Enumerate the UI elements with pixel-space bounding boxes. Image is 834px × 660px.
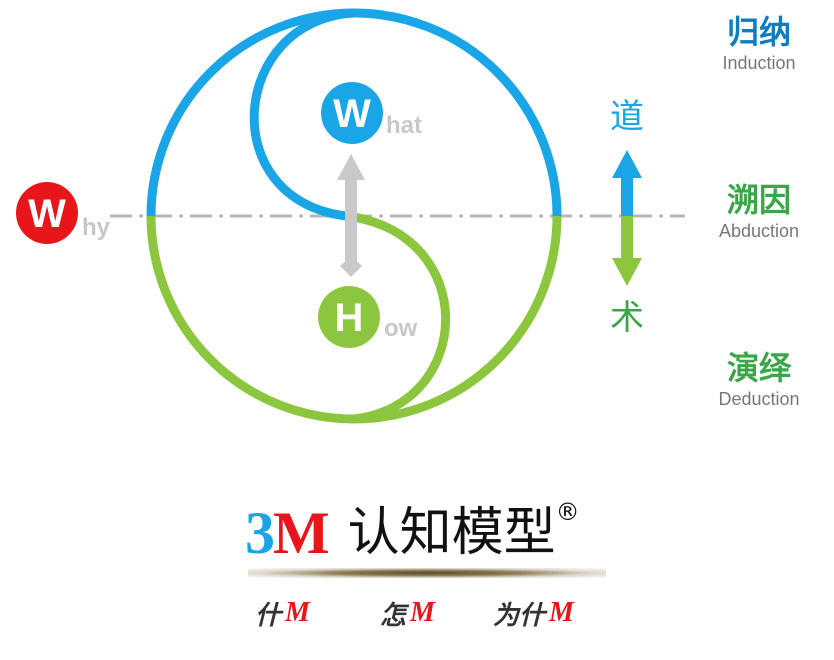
center-arrow-shaft [345, 176, 357, 262]
slogan-why-word: 为什 [493, 600, 546, 631]
what-node: W hat [321, 82, 422, 144]
dao-label: 道 [610, 97, 644, 137]
induction-cn: 归纳 [726, 13, 791, 51]
brand-m: M [273, 500, 330, 566]
why-circle [16, 182, 78, 244]
shu-arrow-shaft [621, 216, 633, 260]
title-text: 认知模型 [347, 503, 556, 563]
slogan-why-m: M [549, 597, 574, 628]
slogan-why: 为什 M [493, 596, 574, 631]
deduction-cn: 演绎 [726, 349, 791, 387]
abduction-en: Abduction [718, 221, 800, 241]
what-suffix: hat [386, 112, 422, 139]
deduction-label: 演绎 Deduction [694, 350, 824, 410]
why-node: W hy [16, 182, 111, 244]
why-suffix: hy [82, 214, 111, 241]
induction-en: Induction [722, 53, 796, 73]
registered-mark: ® [555, 498, 580, 526]
shu-label: 术 [610, 298, 644, 338]
abduction-label: 溯因 Abduction [694, 182, 824, 242]
how-letter: H [335, 296, 364, 340]
slogan-how-m: M [410, 597, 435, 628]
how-suffix: ow [384, 315, 418, 342]
how-node: H ow [318, 286, 418, 348]
upper-s-curve [249, 8, 355, 221]
induction-label: 归纳 Induction [694, 14, 824, 74]
brand-title: 3 M 认知模型 ® [245, 494, 665, 564]
slogan-what-m: M [285, 597, 310, 628]
slogan-what-word: 什 [255, 600, 282, 631]
slogan-what: 什 M [255, 596, 310, 631]
deduction-en: Deduction [718, 389, 800, 409]
slogan-how-word: 怎 [380, 600, 407, 631]
what-letter: W [333, 92, 371, 136]
lower-s-curve [345, 211, 450, 424]
abduction-cn: 溯因 [726, 181, 791, 219]
how-circle [318, 286, 380, 348]
title-underline [248, 568, 606, 578]
dao-arrow-shaft [621, 176, 633, 216]
brand-3: 3 [245, 500, 275, 566]
what-circle [321, 82, 383, 144]
dao-arrow-head [612, 150, 642, 178]
shu-arrow-head [612, 258, 642, 286]
why-letter: W [28, 192, 66, 236]
slogan-how: 怎 M [380, 596, 435, 631]
center-arrow-diamond [340, 256, 362, 277]
center-arrow-head [337, 154, 365, 180]
